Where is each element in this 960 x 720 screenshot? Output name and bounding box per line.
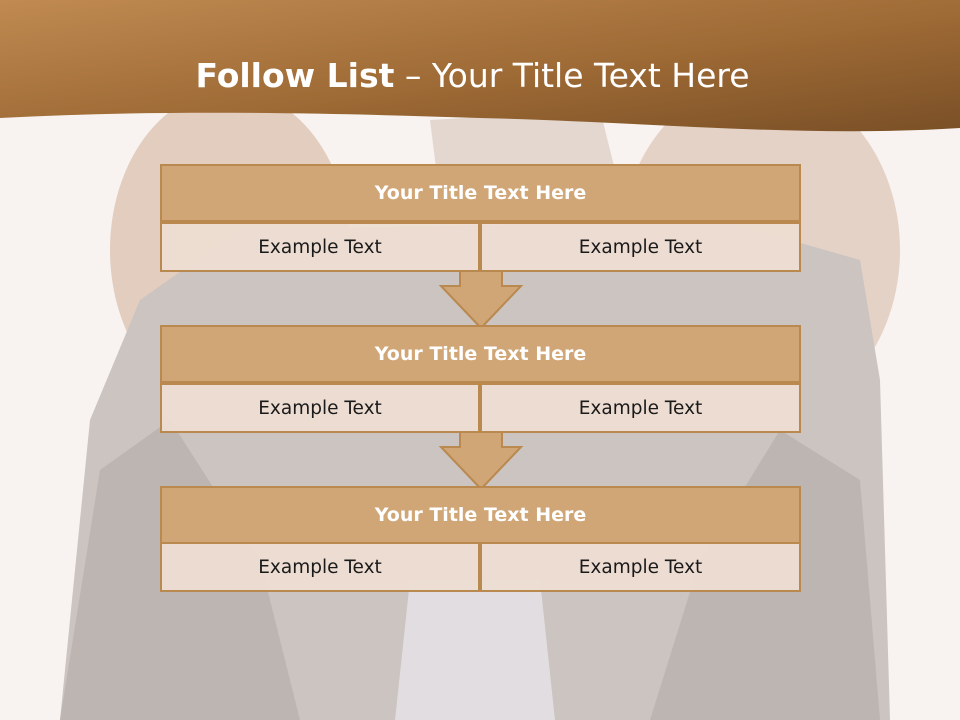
step-cell-left: Example Text <box>160 383 480 433</box>
step-cell-right: Example Text <box>480 222 801 272</box>
slide-title: Follow List – Your Title Text Here <box>0 56 945 96</box>
step-cell-right: Example Text <box>480 542 801 592</box>
step-title: Your Title Text Here <box>160 325 801 383</box>
down-arrow-icon <box>438 270 524 330</box>
step-cell-right: Example Text <box>480 383 801 433</box>
down-arrow-icon <box>438 431 524 491</box>
slide-title-rest: – Your Title Text Here <box>394 56 750 95</box>
step-title: Your Title Text Here <box>160 164 801 222</box>
step-title: Your Title Text Here <box>160 486 801 544</box>
slide-title-bold: Follow List <box>195 56 395 95</box>
step-cell-left: Example Text <box>160 222 480 272</box>
step-cell-left: Example Text <box>160 542 480 592</box>
header-banner <box>0 0 960 132</box>
